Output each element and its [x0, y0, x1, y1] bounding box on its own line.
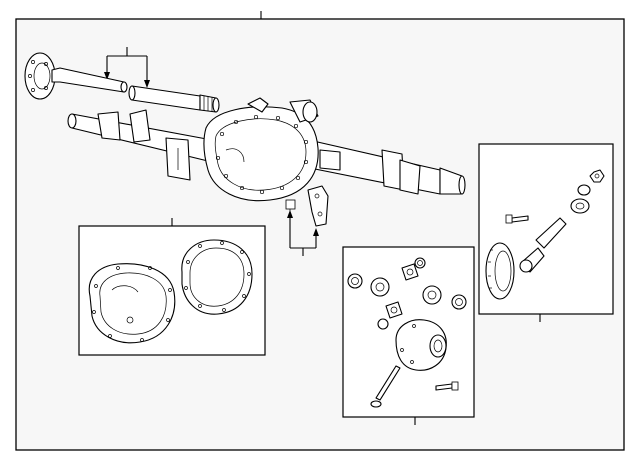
ring-pinion-inset	[478, 143, 614, 322]
differential-inset	[342, 246, 475, 425]
mounting-bracket	[285, 185, 329, 256]
axle-assembly	[24, 47, 466, 256]
axle-shaft-left	[51, 67, 128, 93]
ring-gear	[485, 242, 515, 300]
axle-housing	[67, 97, 466, 202]
ring-gear-bolt	[505, 214, 529, 224]
drive-pinion	[519, 217, 567, 273]
differential-case	[395, 319, 447, 371]
bearing	[570, 184, 591, 214]
pinion-shaft	[370, 365, 401, 408]
axle-shaft-right	[128, 85, 220, 113]
cover-gasket	[181, 239, 253, 315]
pinion-nut	[589, 169, 605, 183]
side-gear	[370, 277, 442, 305]
wheel-flange	[24, 52, 56, 100]
axle-shaft-callout	[104, 47, 150, 88]
thrust-washer	[347, 257, 467, 310]
lock-bolt	[435, 381, 459, 391]
cover-inset	[78, 218, 266, 356]
differential-cover	[88, 263, 176, 344]
pinion-gear	[377, 263, 419, 330]
